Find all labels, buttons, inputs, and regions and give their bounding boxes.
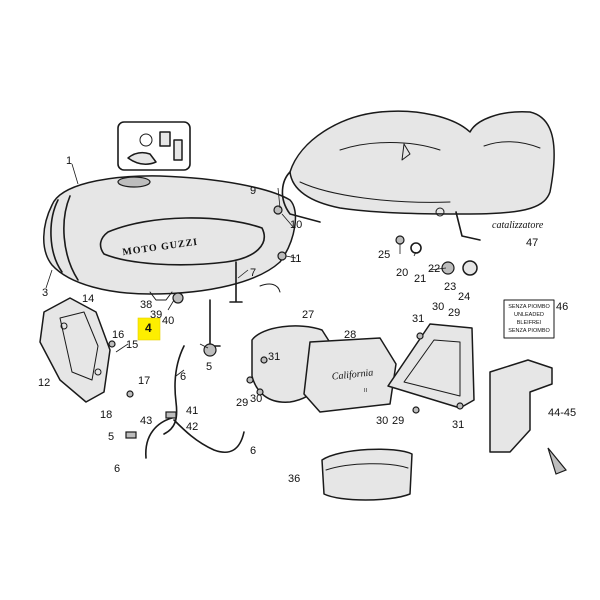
callout-5-clamp: 5 [108,431,114,443]
callout-5-tap: 5 [206,361,212,373]
callout-16: 16 [112,329,124,341]
callout-40: 40 [162,315,174,327]
callout-6-hose-top: 6 [180,371,186,383]
callout-20: 20 [396,267,408,279]
callout-17: 17 [138,375,150,387]
callout-27: 27 [302,309,314,321]
callout-15: 15 [126,339,138,351]
callout-21: 21 [414,273,426,285]
callout-47: 47 [526,237,538,249]
callout-9: 9 [250,185,256,197]
fuel-tap-assembly [125,261,281,459]
callout-42: 42 [186,421,198,433]
tank-cap-inset [117,121,191,171]
callout-31-top: 31 [412,313,424,325]
fuel-tank: MOTO GUZZI [43,175,297,301]
callout-38: 38 [140,299,152,311]
hardware-bits [108,205,478,414]
rear-bracket [489,359,567,475]
callout-25: 25 [378,249,390,261]
callout-36: 36 [288,473,300,485]
callout-30-left: 30 [250,393,262,405]
callout-24: 24 [458,291,470,303]
fuel-label-line-4: SENZA PIOMBO [508,328,550,334]
callout-11: 11 [290,253,301,265]
left-side-cover [39,297,111,403]
side-panel-script: California [331,367,374,382]
unleaded-fuel-label: SENZA PIOMBO UNLEADED BLEIFREI SENZA PIO… [503,299,555,339]
callout-labels: 1 3 4 5 5 6 6 6 7 9 10 11 12 14 15 16 17… [38,155,576,485]
triangle-side-panel [387,323,475,409]
callout-29-center: 29 [392,415,404,427]
callout-31-bottom: 31 [452,419,464,431]
callout-6-hose-left: 6 [114,463,120,475]
side-panel-badge: II [364,388,368,394]
seat [281,110,555,241]
callout-12: 12 [38,377,50,389]
fuel-label-line-1: SENZA PIOMBO [508,304,550,310]
fuel-label-line-3: BLEIFREI [517,320,542,326]
callout-30-center: 30 [376,415,388,427]
callout-1: 1 [66,155,72,167]
right-side-cover: California II [251,325,397,413]
tool-bag [321,448,413,501]
callout-7: 7 [250,267,256,279]
callout-46: 46 [556,301,568,313]
callout-4: 4 [145,321,152,335]
callout-39: 39 [150,309,162,321]
highlighted-callout-box [137,317,161,341]
callout-23: 23 [444,281,456,293]
callout-14: 14 [82,293,94,305]
callout-28: 28 [344,329,356,341]
callout-43: 43 [140,415,152,427]
catalyst-label: catalizzatore [492,220,544,231]
callout-18: 18 [100,409,112,421]
callout-41: 41 [186,405,198,417]
callout-31-left: 31 [268,351,280,363]
callout-44-45: 44-45 [548,407,576,419]
callout-22: 22 [428,263,440,275]
fuel-label-line-2: UNLEADED [514,312,544,318]
callout-10: 10 [290,219,302,231]
callout-30-right: 30 [432,301,444,313]
callout-6-hose-right: 6 [250,445,256,457]
callout-3: 3 [42,287,48,299]
callout-29-right: 29 [448,307,460,319]
callout-29-left: 29 [236,397,248,409]
leader-lines [45,163,447,377]
